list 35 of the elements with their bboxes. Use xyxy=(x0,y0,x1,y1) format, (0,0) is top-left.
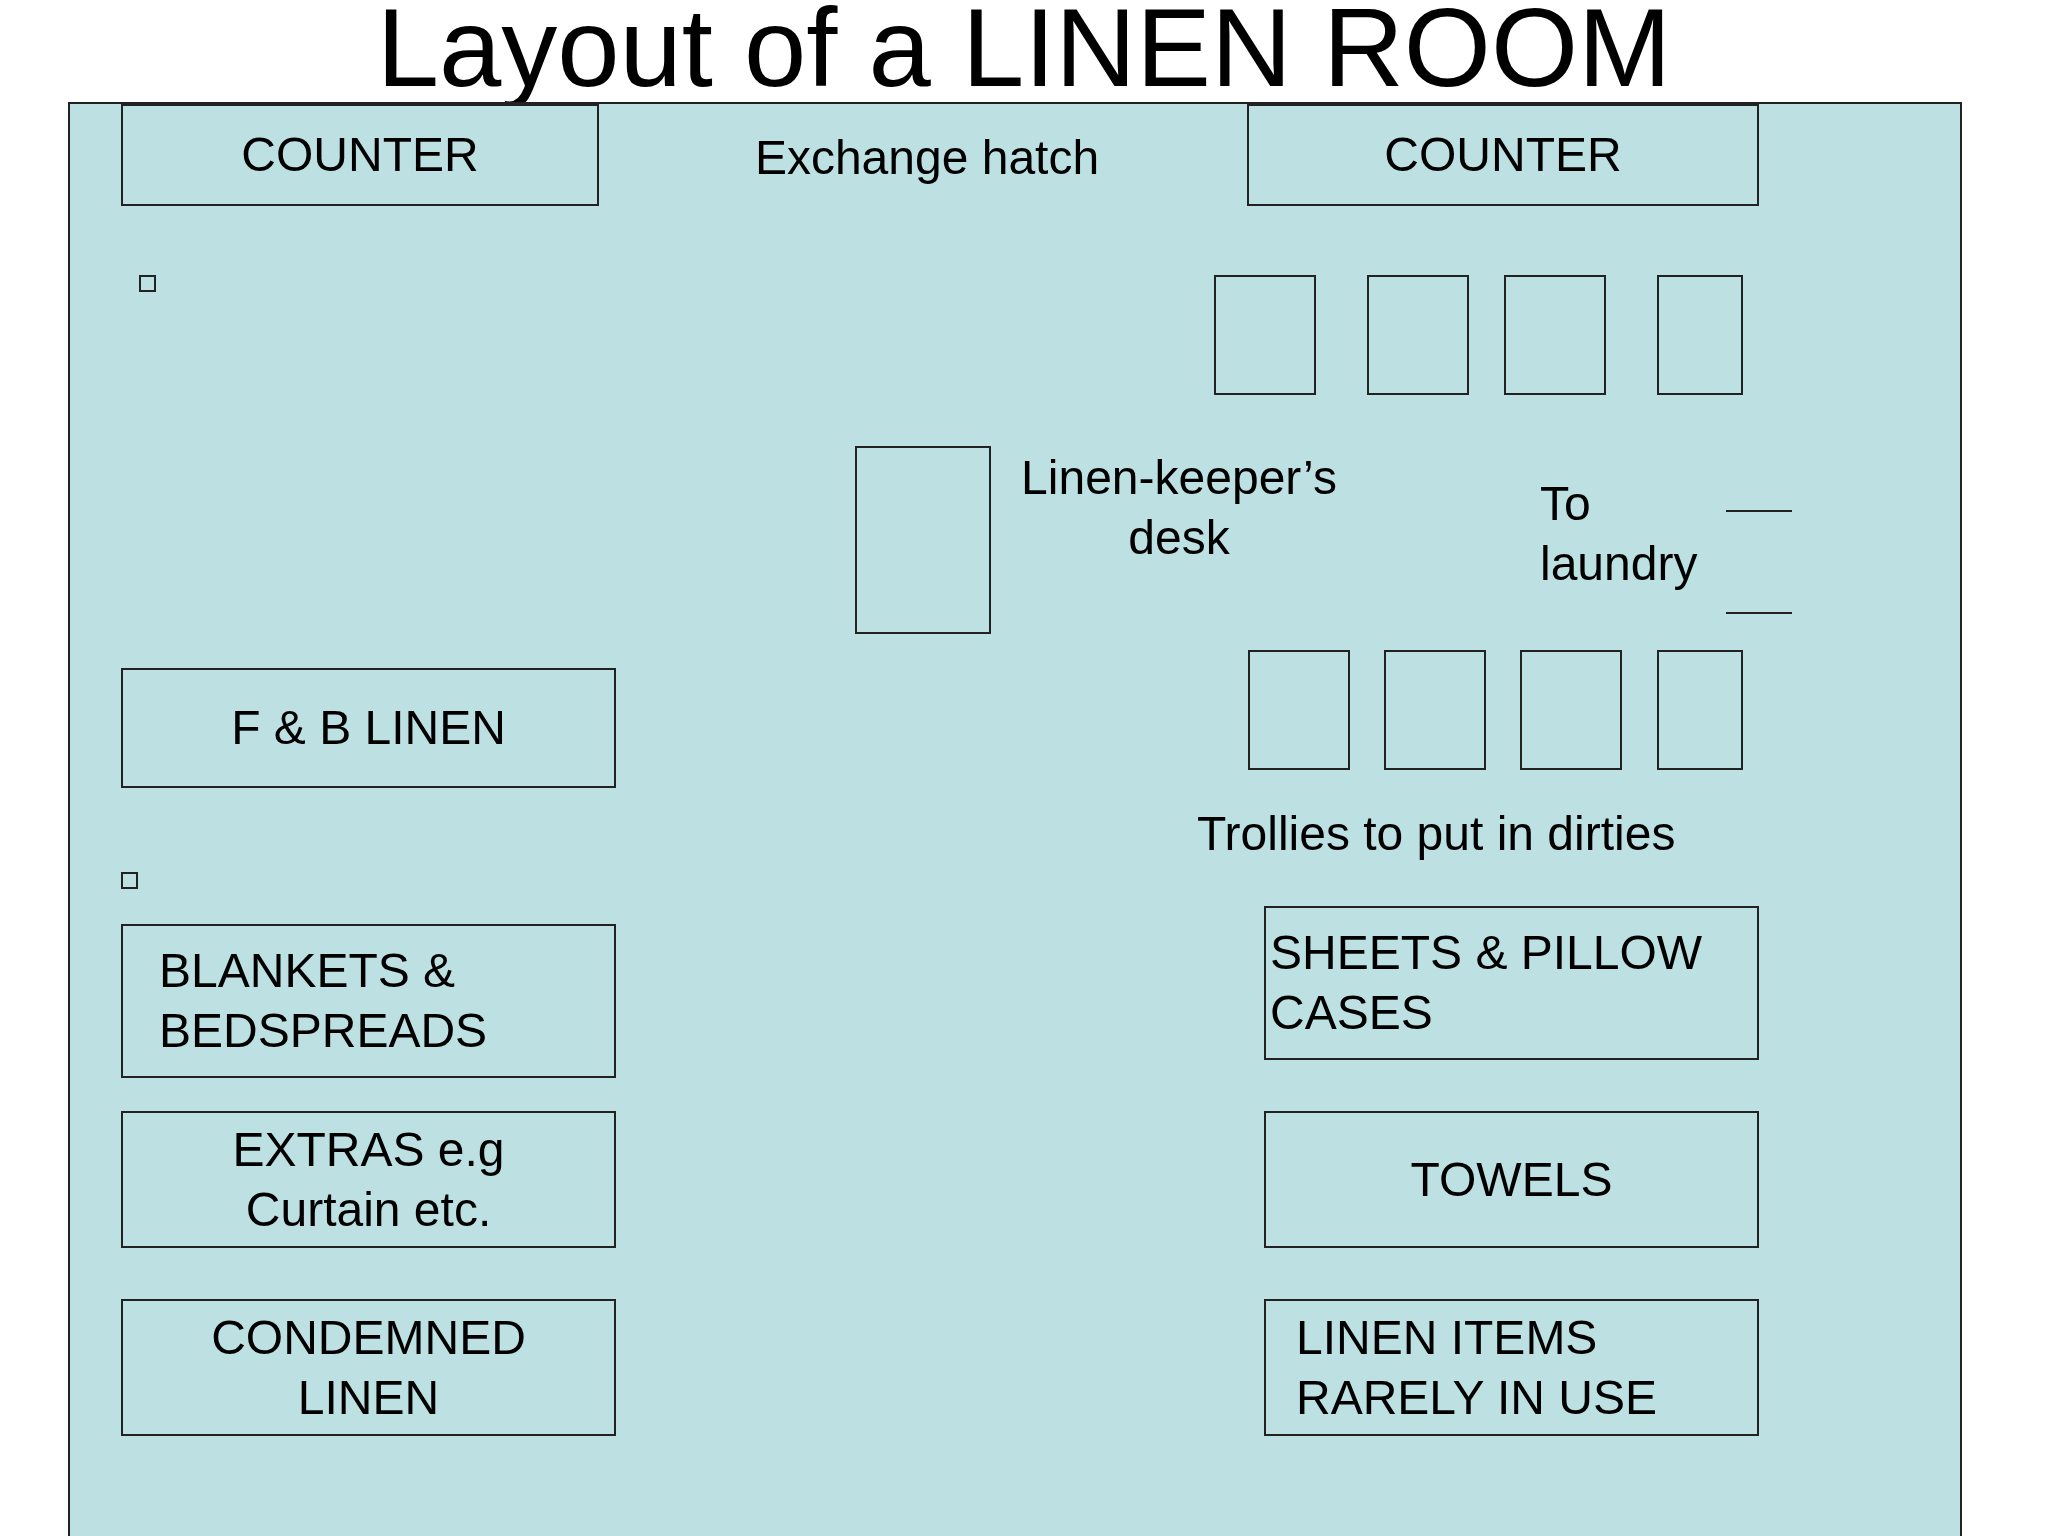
marker-square xyxy=(139,275,156,292)
trolley-outline xyxy=(1504,275,1606,395)
exit-label: To laundry xyxy=(1540,476,1699,592)
shelf-label: BLANKETS & BEDSPREADS xyxy=(159,943,489,1059)
shelf-label: COUNTER xyxy=(1384,127,1622,183)
trolley-outline xyxy=(1657,275,1743,395)
trolley-outline xyxy=(1367,275,1469,395)
storage-shelf xyxy=(121,1111,616,1248)
storage-shelf xyxy=(1247,104,1759,206)
trolley-outline xyxy=(1657,650,1743,770)
title: Layout of a LINEN ROOM xyxy=(375,0,1673,104)
shelf-label: EXTRAS e.g Curtain etc. xyxy=(231,1121,506,1238)
trolley-outline xyxy=(1384,650,1486,770)
desk-caption: Linen-keeper’s desk xyxy=(1020,450,1338,566)
shelf-label: LINEN ITEMS RARELY IN USE xyxy=(1296,1309,1658,1426)
desk-outline xyxy=(855,446,991,634)
storage-shelf xyxy=(121,668,616,788)
storage-shelf xyxy=(121,104,599,206)
marker-square xyxy=(121,872,138,889)
trolley-outline xyxy=(1214,275,1316,395)
trolley-outline xyxy=(1248,650,1350,770)
shelf-label: SHEETS & PILLOW CASES xyxy=(1270,925,1704,1041)
trolley-outline xyxy=(1520,650,1622,770)
storage-shelf xyxy=(1264,1111,1759,1248)
storage-shelf xyxy=(121,1299,616,1436)
room-outline xyxy=(68,102,1962,1536)
storage-shelf xyxy=(121,924,616,1078)
storage-shelf xyxy=(1264,906,1759,1060)
storage-shelf xyxy=(1264,1299,1759,1436)
shelf-label: F & B LINEN xyxy=(231,700,506,756)
hatch-label: Exchange hatch xyxy=(753,130,1101,186)
trolley-caption: Trollies to put in dirties xyxy=(1197,806,1677,862)
shelf-label: CONDEMNED LINEN xyxy=(210,1309,527,1426)
shelf-label: COUNTER xyxy=(241,127,479,183)
shelf-label: TOWELS xyxy=(1410,1151,1613,1208)
